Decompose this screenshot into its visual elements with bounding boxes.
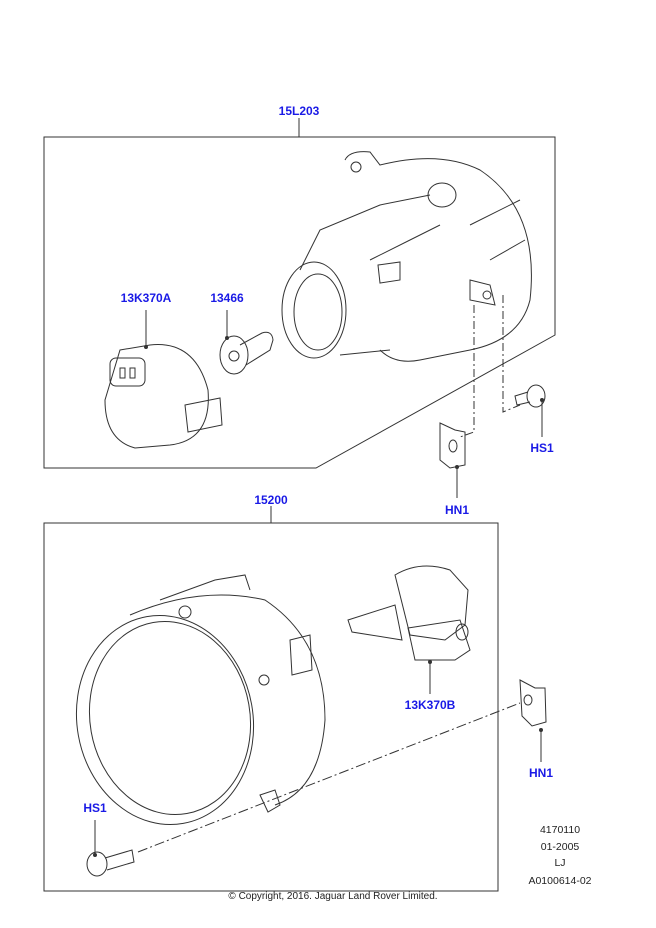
callout-13K370A[interactable]: 13K370A [120,291,172,305]
reference-number: 4170110 [539,824,581,836]
screw-top-part [514,384,546,408]
nut-top-part [439,422,466,469]
illustration-id: A0100614-02 [528,875,592,887]
copyright-notice: © Copyright, 2016. Jaguar Land Rover Lim… [228,891,438,902]
fog-lamp-bottom [75,574,326,826]
bulb-bottom-part [347,565,471,661]
callout-15200[interactable]: 15200 [254,493,288,507]
nut-bottom-part [519,679,547,727]
top-group-frame [43,118,556,469]
callout-HS1-top[interactable]: HS1 [530,441,554,455]
leader-lines-bottom [93,660,543,857]
callout-HS1-bottom[interactable]: HS1 [83,801,107,815]
connector-top [104,344,223,449]
callout-HN1-top[interactable]: HN1 [444,503,470,517]
reference-date: 01-2005 [540,841,580,853]
callout-13K370B[interactable]: 13K370B [404,698,456,712]
callout-HN1-bottom[interactable]: HN1 [528,766,554,780]
bottom-group-frame [43,506,499,892]
reference-initials: LJ [554,857,566,869]
fog-lamp-housing-top [281,151,532,362]
screw-bottom-part [86,849,135,877]
callout-13466[interactable]: 13466 [210,291,244,305]
callout-15L203[interactable]: 15L203 [278,104,320,118]
leader-lines-top [144,295,544,498]
bulb-top [219,331,274,375]
